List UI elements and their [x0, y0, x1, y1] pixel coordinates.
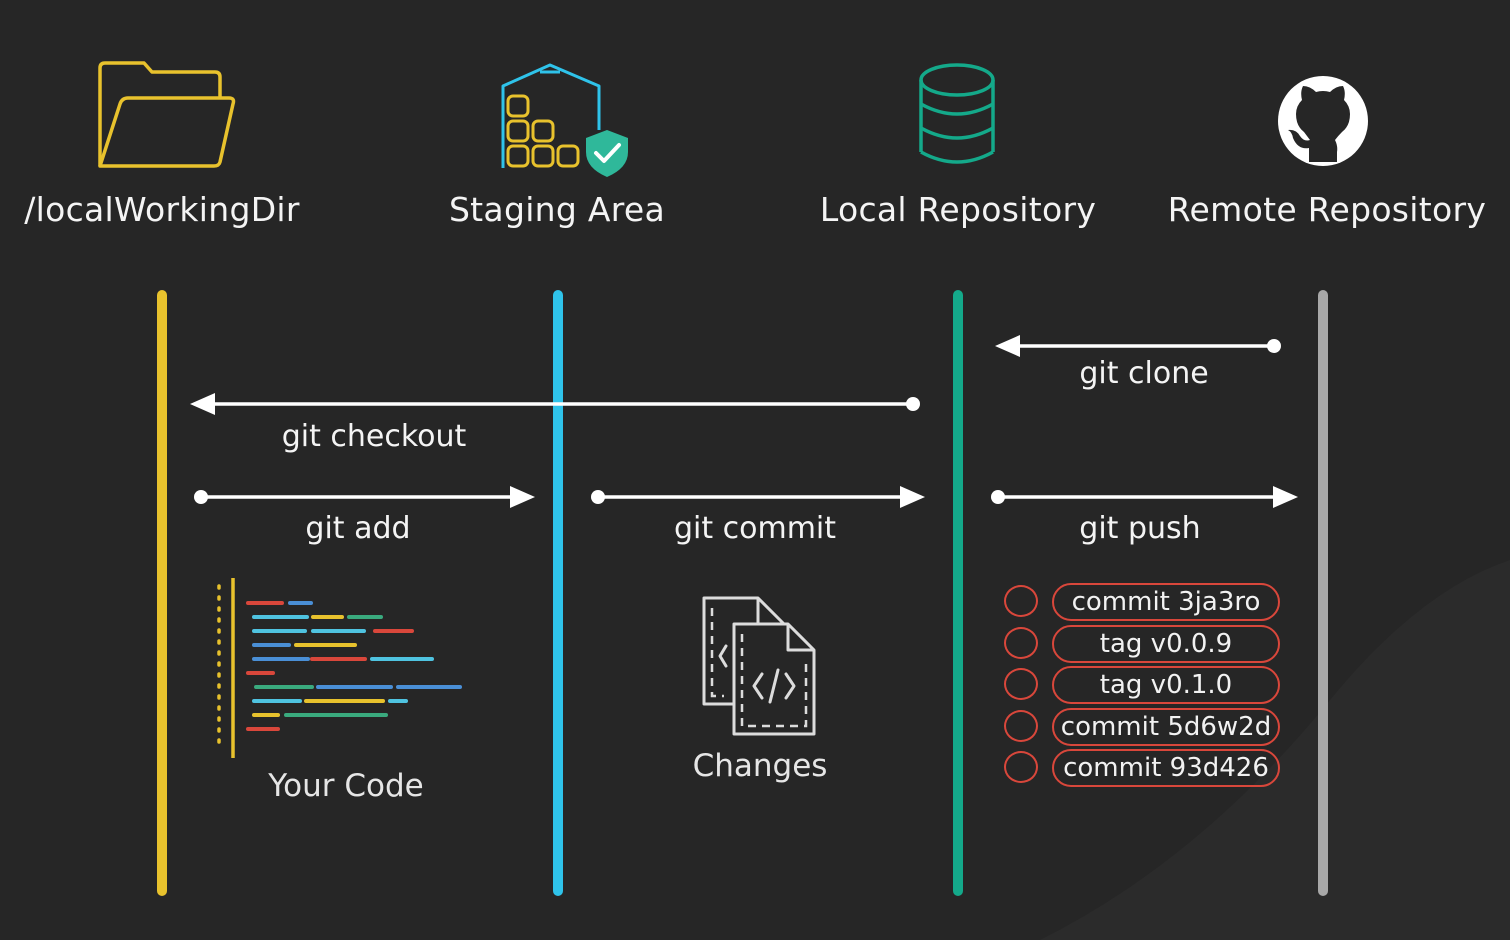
git-add-label: git add — [305, 511, 411, 546]
git-push-label: git push — [1079, 511, 1201, 546]
commit-dot-icon — [1004, 668, 1038, 700]
git-checkout-label: git checkout — [281, 419, 467, 454]
list-item: commit 5d6w2d — [1000, 707, 1290, 749]
list-item: commit 3ja3ro — [1000, 582, 1290, 624]
code-lines-icon — [217, 578, 462, 758]
lane-local-repository — [953, 290, 963, 896]
ref-label: tag v0.1.0 — [1052, 666, 1280, 704]
folder-icon — [98, 61, 236, 168]
staging-box-icon — [501, 63, 628, 177]
list-item: commit 93d426 — [1000, 748, 1290, 790]
ref-label: commit 93d426 — [1052, 749, 1280, 787]
list-item: tag v0.0.9 — [1000, 624, 1290, 666]
commit-dot-icon — [1004, 585, 1038, 617]
list-item: tag v0.1.0 — [1000, 665, 1290, 707]
ref-label: commit 5d6w2d — [1052, 707, 1280, 746]
commit-dot-icon — [1004, 751, 1038, 783]
database-icon — [919, 63, 995, 164]
lane-staging-area — [553, 290, 563, 896]
git-clone-label: git clone — [1079, 356, 1209, 391]
lane-working-dir — [157, 290, 167, 896]
column-title-working-dir: /localWorkingDir — [24, 190, 300, 229]
commit-history-list: commit 3ja3ro tag v0.0.9 tag v0.1.0 comm… — [1000, 582, 1290, 790]
ref-label: commit 3ja3ro — [1052, 583, 1280, 621]
column-title-remote-repository: Remote Repository — [1167, 190, 1487, 229]
git-commit-label: git commit — [673, 511, 837, 546]
your-code-caption: Your Code — [268, 768, 424, 804]
commit-dot-icon — [1004, 709, 1038, 742]
code-files-icon — [702, 596, 816, 736]
git-add-arrow — [194, 486, 535, 508]
github-icon — [1278, 76, 1368, 166]
commit-dot-icon — [1004, 626, 1038, 659]
git-commit-arrow — [591, 486, 925, 508]
ref-label: tag v0.0.9 — [1052, 624, 1280, 663]
git-checkout-arrow — [190, 393, 920, 415]
column-title-local-repository: Local Repository — [819, 190, 1097, 229]
git-clone-arrow — [995, 335, 1281, 357]
lane-remote-repository — [1318, 290, 1328, 896]
column-title-staging-area: Staging Area — [448, 190, 666, 229]
changes-caption: Changes — [692, 748, 828, 784]
git-push-arrow — [991, 486, 1298, 508]
